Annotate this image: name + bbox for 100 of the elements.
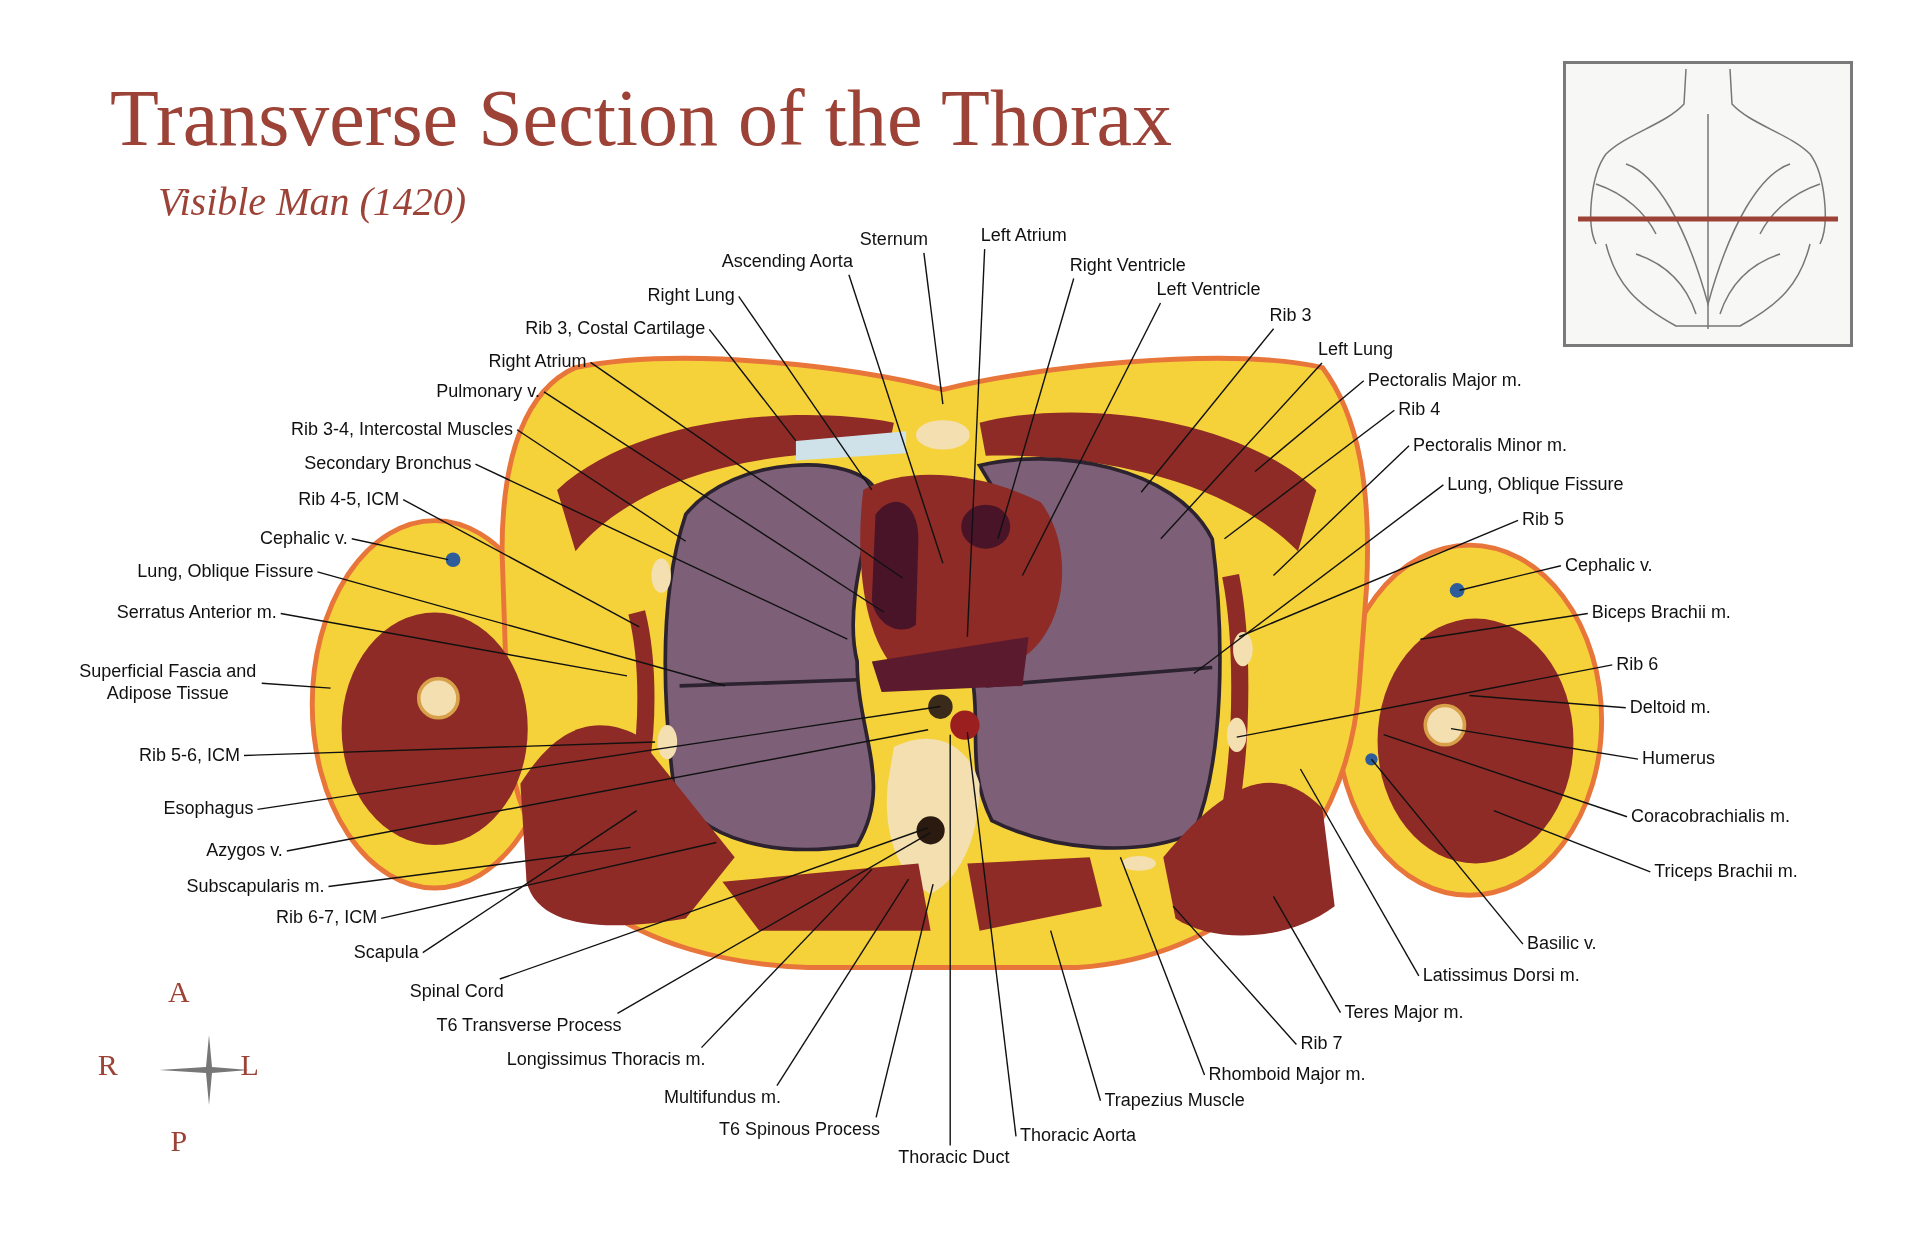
anatomy-label: Subscapularis m. bbox=[186, 875, 325, 898]
leader-line bbox=[1238, 519, 1519, 638]
diagram-title: Transverse Section of the Thorax bbox=[110, 78, 1173, 158]
leader-line bbox=[1382, 734, 1628, 818]
leader-line bbox=[923, 252, 944, 405]
leader-line bbox=[997, 277, 1075, 540]
leader-line bbox=[738, 295, 873, 491]
leader-line bbox=[402, 498, 640, 628]
leader-line bbox=[286, 729, 929, 852]
leader-line bbox=[1172, 905, 1298, 1046]
anatomy-label: Cephalic v. bbox=[260, 527, 348, 550]
leader-line bbox=[1299, 768, 1420, 977]
anatomy-label: Humerus bbox=[1642, 748, 1716, 770]
anatomy-label: Right Ventricle bbox=[1069, 254, 1186, 277]
leader-line bbox=[700, 868, 873, 1049]
anatomy-label: Secondary Bronchus bbox=[304, 453, 472, 475]
anatomy-label: Superficial Fascia and Adipose Tissue bbox=[77, 661, 258, 705]
anatomy-label: Basilic v. bbox=[1526, 933, 1597, 955]
anatomy-label: T6 Spinous Process bbox=[719, 1119, 881, 1141]
leader-line bbox=[776, 878, 910, 1087]
anatomy-label: Teres Major m. bbox=[1344, 1001, 1464, 1024]
leader-line bbox=[848, 274, 944, 564]
subtitle: Visible Man (1420) bbox=[158, 178, 467, 225]
anatomy-label: Triceps Brachii m. bbox=[1654, 861, 1798, 883]
anatomy-label: T6 Transverse Process bbox=[436, 1015, 622, 1037]
anatomy-label: Esophagus bbox=[163, 798, 254, 821]
direction-letter: A bbox=[167, 976, 190, 1007]
anatomy-label: Pectoralis Major m. bbox=[1367, 370, 1522, 392]
anatomy-label: Right Lung bbox=[647, 285, 735, 308]
leader-line bbox=[949, 734, 951, 1147]
leader-line bbox=[543, 391, 885, 613]
leader-line bbox=[516, 429, 687, 542]
anatomy-label: Left Atrium bbox=[980, 225, 1067, 248]
anatomy-label: Biceps Brachii m. bbox=[1591, 602, 1731, 625]
leader-line bbox=[875, 883, 934, 1119]
anatomy-label: Rib 3, Costal Cartilage bbox=[525, 318, 706, 341]
leader-line bbox=[1049, 929, 1102, 1102]
anatomy-label: Longissimus Thoracis m. bbox=[506, 1049, 706, 1072]
anatomy-label: Lung, Oblique Fissure bbox=[1447, 474, 1624, 496]
anatomy-label: Rib 6-7, ICM bbox=[276, 907, 378, 930]
anatomy-label: Rib 4 bbox=[1398, 399, 1441, 421]
anatomy-label: Rib 5-6, ICM bbox=[138, 744, 240, 767]
anatomy-label: Scapula bbox=[353, 941, 419, 964]
leader-line bbox=[243, 741, 656, 757]
anatomy-label: Lung, Oblique Fissure bbox=[137, 561, 314, 583]
leader-line bbox=[280, 612, 628, 677]
leader-line bbox=[1140, 328, 1275, 493]
leader-line bbox=[589, 361, 904, 579]
anatomy-label: Multifundus m. bbox=[663, 1087, 781, 1110]
anatomy-label: Pectoralis Minor m. bbox=[1413, 434, 1568, 457]
leader-line bbox=[1272, 895, 1342, 1014]
leader-line bbox=[1193, 484, 1445, 675]
leader-line bbox=[474, 463, 849, 640]
leader-line bbox=[1450, 727, 1639, 760]
anatomy-label: Thoracic Duct bbox=[898, 1147, 1010, 1170]
leader-line bbox=[1272, 445, 1410, 577]
leader-line bbox=[327, 846, 632, 888]
anatomy-label: Coracobrachialis m. bbox=[1631, 805, 1791, 828]
leader-line bbox=[351, 538, 449, 561]
anatomy-label: Azygos v. bbox=[206, 840, 283, 862]
anatomy-label: Deltoid m. bbox=[1629, 696, 1711, 719]
leader-line bbox=[1119, 856, 1206, 1076]
leader-line bbox=[256, 705, 942, 811]
leader-line bbox=[1236, 664, 1613, 738]
anatomy-label: Sternum bbox=[859, 229, 928, 251]
anatomy-label: Left Ventricle bbox=[1156, 279, 1261, 301]
anatomy-label: Ascending Aorta bbox=[721, 251, 853, 273]
anatomy-label: Pulmonary v. bbox=[436, 381, 540, 403]
anatomy-label: Left Lung bbox=[1317, 339, 1394, 361]
anatomy-label: Right Atrium bbox=[488, 351, 587, 374]
leader-line bbox=[380, 841, 718, 920]
direction-letter: L bbox=[240, 1050, 259, 1081]
anatomy-label: Latissimus Dorsi m. bbox=[1422, 965, 1580, 987]
anatomy-label: Rib 6 bbox=[1616, 654, 1659, 676]
anatomy-label: Rhomboid Major m. bbox=[1208, 1064, 1366, 1086]
anatomy-label: Cephalic v. bbox=[1564, 554, 1653, 577]
leader-line bbox=[1160, 362, 1323, 540]
leader-line bbox=[1370, 758, 1524, 945]
direction-letter: R bbox=[97, 1050, 118, 1081]
anatomy-label: Rib 7 bbox=[1300, 1033, 1343, 1056]
leader-line bbox=[616, 831, 932, 1014]
leader-line bbox=[966, 731, 1017, 1137]
anatomy-label: Rib 4-5, ICM bbox=[298, 488, 400, 511]
leader-line bbox=[708, 328, 797, 442]
anatomy-label: Serratus Anterior m. bbox=[116, 602, 277, 625]
leader-line bbox=[1223, 409, 1396, 540]
anatomy-label: Rib 3 bbox=[1269, 305, 1312, 327]
anatomy-label: Trapezius Muscle bbox=[1104, 1090, 1245, 1112]
leader-line bbox=[966, 248, 986, 638]
anatomy-label: Spinal Cord bbox=[409, 981, 504, 1003]
leader-line bbox=[1021, 302, 1162, 577]
leader-line bbox=[1254, 380, 1365, 473]
leader-line bbox=[1493, 809, 1651, 873]
anatomy-label: Rib 5 bbox=[1522, 509, 1565, 532]
direction-letter: P bbox=[170, 1126, 188, 1157]
anatomy-label: Thoracic Aorta bbox=[1020, 1125, 1137, 1148]
leader-line bbox=[499, 827, 929, 980]
anatomy-label: Rib 3-4, Intercostal Muscles bbox=[290, 419, 514, 441]
leader-line bbox=[422, 809, 638, 954]
leader-line bbox=[261, 682, 332, 689]
